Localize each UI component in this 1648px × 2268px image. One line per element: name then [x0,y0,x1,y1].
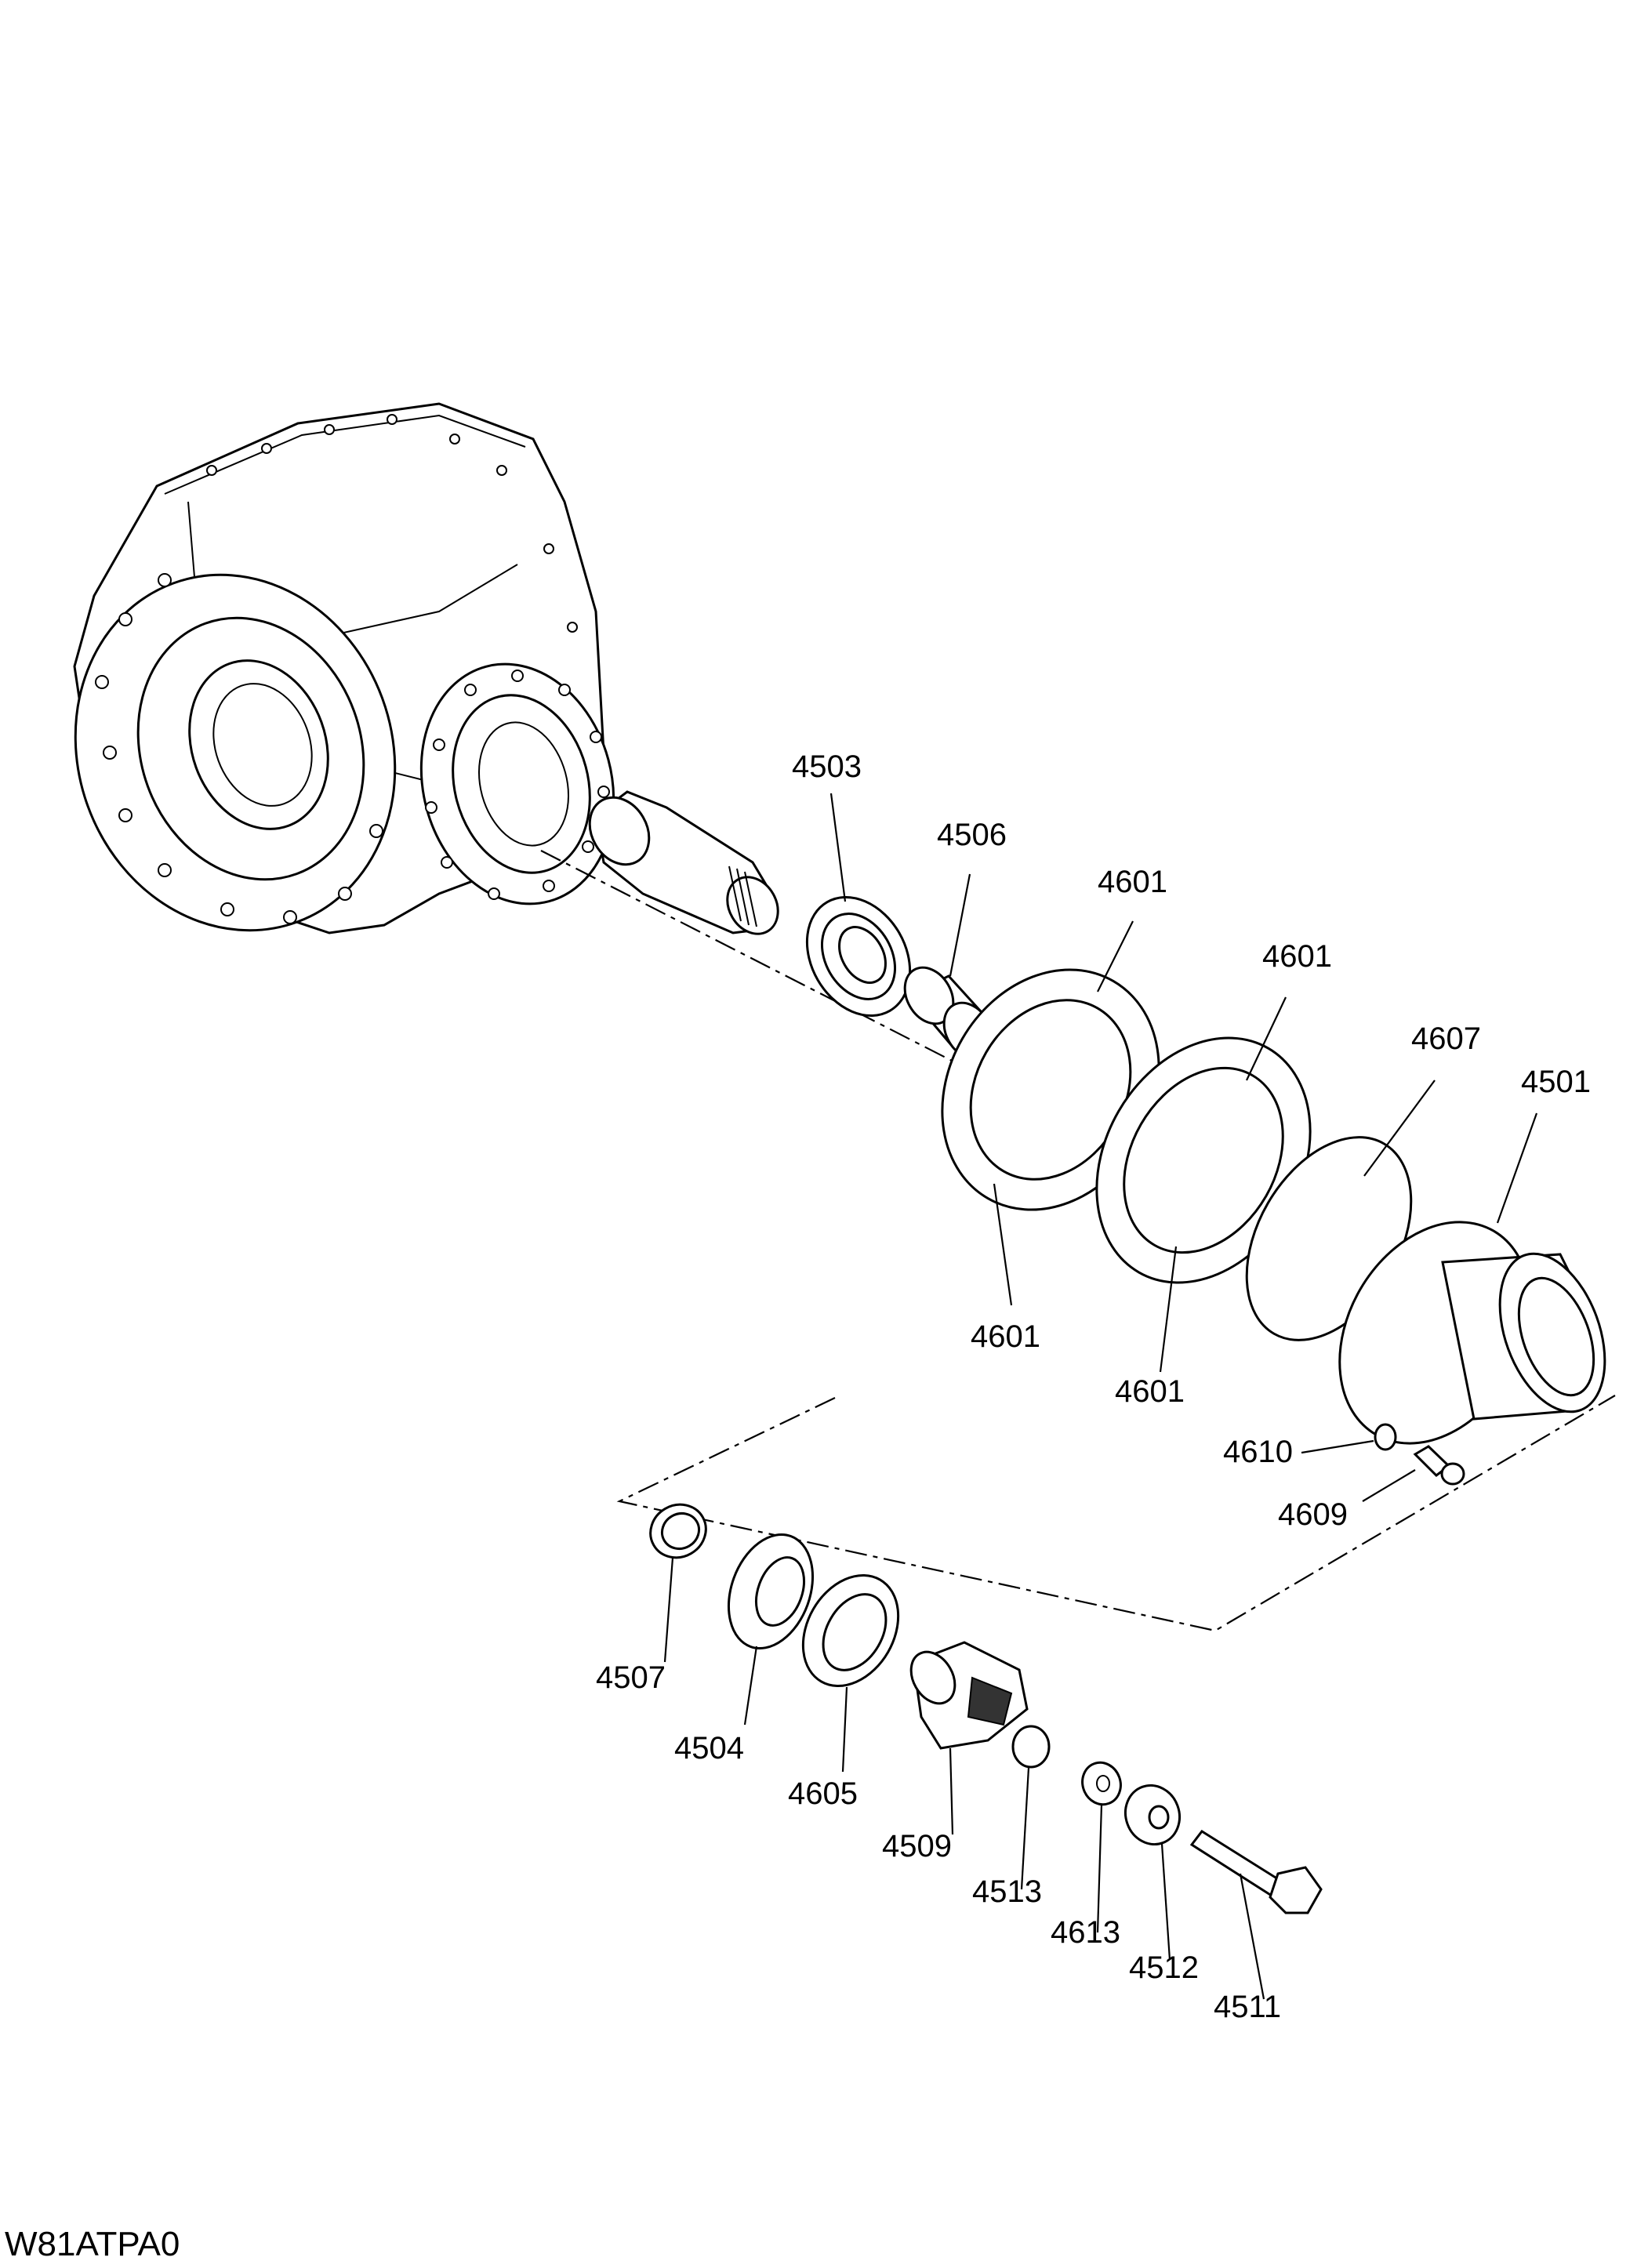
bearing-4503 [805,896,912,1017]
axle-shaft [588,790,779,935]
callout-4513: 4513 [972,1874,1042,1909]
callout-4512: 4512 [1129,1950,1199,1985]
callout-4601-d: 4601 [1115,1374,1185,1409]
callout-4601-a: 4601 [1098,865,1167,899]
oil-seal-4605 [801,1573,900,1688]
yoke-flange-4509 [909,1641,1029,1750]
callout-4509: 4509 [882,1829,952,1863]
callout-4605: 4605 [788,1776,858,1811]
top-frame-bolt-holes [206,414,578,633]
callout-4503: 4503 [792,749,862,784]
callout-4610: 4610 [1223,1435,1293,1469]
callout-4609: 4609 [1278,1497,1348,1532]
callout-4601-c: 4601 [971,1319,1040,1354]
callout-4506: 4506 [937,818,1007,852]
callout-4504: 4504 [674,1731,744,1765]
washer-4512 [1124,1784,1181,1846]
axle-housing [73,402,615,934]
bearing-4504 [727,1533,815,1650]
washer-4610 [1374,1423,1397,1451]
shim-plate-4601-second [1095,1036,1312,1284]
diagram-code: W81ATPA0 [5,2225,180,2263]
callout-4501: 4501 [1521,1065,1591,1099]
lower-assembly-outline [616,1395,1616,1632]
callout-4607: 4607 [1411,1022,1481,1056]
callout-4601-b: 4601 [1262,939,1332,974]
callout-4507: 4507 [596,1660,666,1695]
seal-4507 [649,1503,707,1559]
bolt-4609 [1413,1445,1465,1486]
washer-4613 [1081,1761,1122,1806]
callout-4511: 4511 [1214,1990,1282,2024]
hub-carrier-4501 [1338,1221,1606,1445]
leader-lines [663,793,1538,2000]
callout-4613: 4613 [1051,1915,1120,1950]
right-flange-bolt-holes [425,670,610,900]
bolt-4511 [1189,1830,1323,1914]
o-ring-4513 [1011,1725,1051,1769]
left-flange-bolt-holes [95,573,383,924]
